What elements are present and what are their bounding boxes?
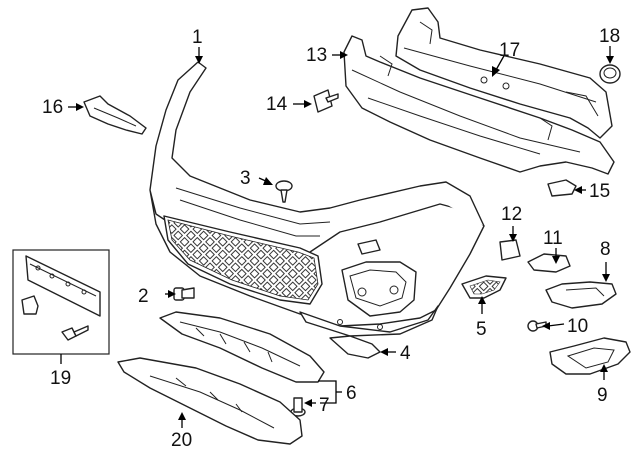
callout-2: 2 bbox=[138, 286, 149, 307]
callout-17: 17 bbox=[499, 40, 520, 61]
part-19-kit-box[interactable] bbox=[12, 249, 110, 355]
callout-8: 8 bbox=[600, 239, 611, 260]
part-2-bolt[interactable] bbox=[173, 287, 195, 301]
callout-5: 5 bbox=[476, 319, 487, 340]
callout-1: 1 bbox=[192, 27, 203, 48]
part-17-reinforcement-beam[interactable] bbox=[395, 7, 613, 139]
part-9-fog-lamp-bezel[interactable] bbox=[549, 337, 631, 375]
part-13-energy-absorber[interactable] bbox=[343, 35, 615, 175]
part-20-splash-shield[interactable] bbox=[117, 357, 303, 445]
callout-7: 7 bbox=[319, 395, 330, 416]
callout-9: 9 bbox=[597, 385, 608, 406]
callout-10: 10 bbox=[567, 316, 588, 337]
leader-lines bbox=[60, 46, 614, 428]
part-15-clip[interactable] bbox=[547, 179, 577, 197]
part-18-grommet[interactable] bbox=[599, 64, 621, 84]
part-12-tow-hook-cover[interactable] bbox=[499, 239, 521, 261]
part-4-lower-trim[interactable] bbox=[329, 335, 381, 359]
callout-14: 14 bbox=[266, 94, 288, 115]
part-8-bezel[interactable] bbox=[545, 281, 617, 309]
part-14-bolt[interactable] bbox=[313, 89, 339, 113]
callout-18: 18 bbox=[599, 26, 620, 47]
part-3-push-pin[interactable] bbox=[275, 180, 293, 203]
part-10-screw[interactable] bbox=[527, 320, 547, 332]
part-1-bumper-cover[interactable] bbox=[149, 61, 485, 337]
part-6-lower-spoiler[interactable] bbox=[159, 311, 325, 383]
callout-labels: 1 2 3 4 5 6 7 8 9 10 11 12 13 14 15 16 1… bbox=[42, 26, 620, 451]
callout-12: 12 bbox=[501, 204, 522, 225]
callout-4: 4 bbox=[400, 343, 411, 364]
part-16-bracket[interactable] bbox=[83, 95, 147, 135]
callout-15: 15 bbox=[589, 181, 610, 202]
callout-6: 6 bbox=[346, 383, 357, 404]
callout-19: 19 bbox=[50, 368, 71, 389]
part-11-bracket[interactable] bbox=[527, 253, 571, 273]
callout-13: 13 bbox=[306, 45, 327, 66]
callout-3: 3 bbox=[240, 168, 251, 189]
callout-11: 11 bbox=[543, 228, 563, 249]
callout-20: 20 bbox=[171, 430, 192, 451]
part-5-grille-insert[interactable] bbox=[461, 275, 507, 299]
callout-16: 16 bbox=[42, 97, 63, 118]
